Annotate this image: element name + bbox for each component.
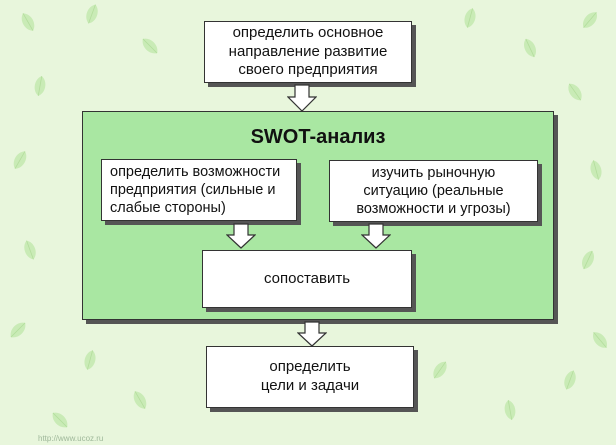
opportunities-threats-box: изучить рыночную ситуацию (реальные возм… xyxy=(329,160,538,222)
down-arrow-icon xyxy=(361,223,391,249)
goals-tasks-text: определить цели и задачи xyxy=(261,358,359,396)
goal-direction-box: определить основное направление развитие… xyxy=(204,21,412,83)
strengths-weaknesses-text: определить возможности предприятия (силь… xyxy=(110,163,280,217)
goals-tasks-box: определить цели и задачи xyxy=(206,346,414,408)
down-arrow-icon xyxy=(287,84,317,112)
compare-box: сопоставить xyxy=(202,250,412,308)
goal-direction-text: определить основное направление развитие… xyxy=(229,24,388,80)
watermark-url: http://www.ucoz.ru xyxy=(38,434,103,443)
down-arrow-icon xyxy=(297,321,327,347)
opportunities-threats-text: изучить рыночную ситуацию (реальные возм… xyxy=(356,164,510,218)
strengths-weaknesses-box: определить возможности предприятия (силь… xyxy=(101,159,297,221)
swot-title: SWOT-анализ xyxy=(83,126,553,149)
compare-text: сопоставить xyxy=(264,270,350,289)
down-arrow-icon xyxy=(226,223,256,249)
